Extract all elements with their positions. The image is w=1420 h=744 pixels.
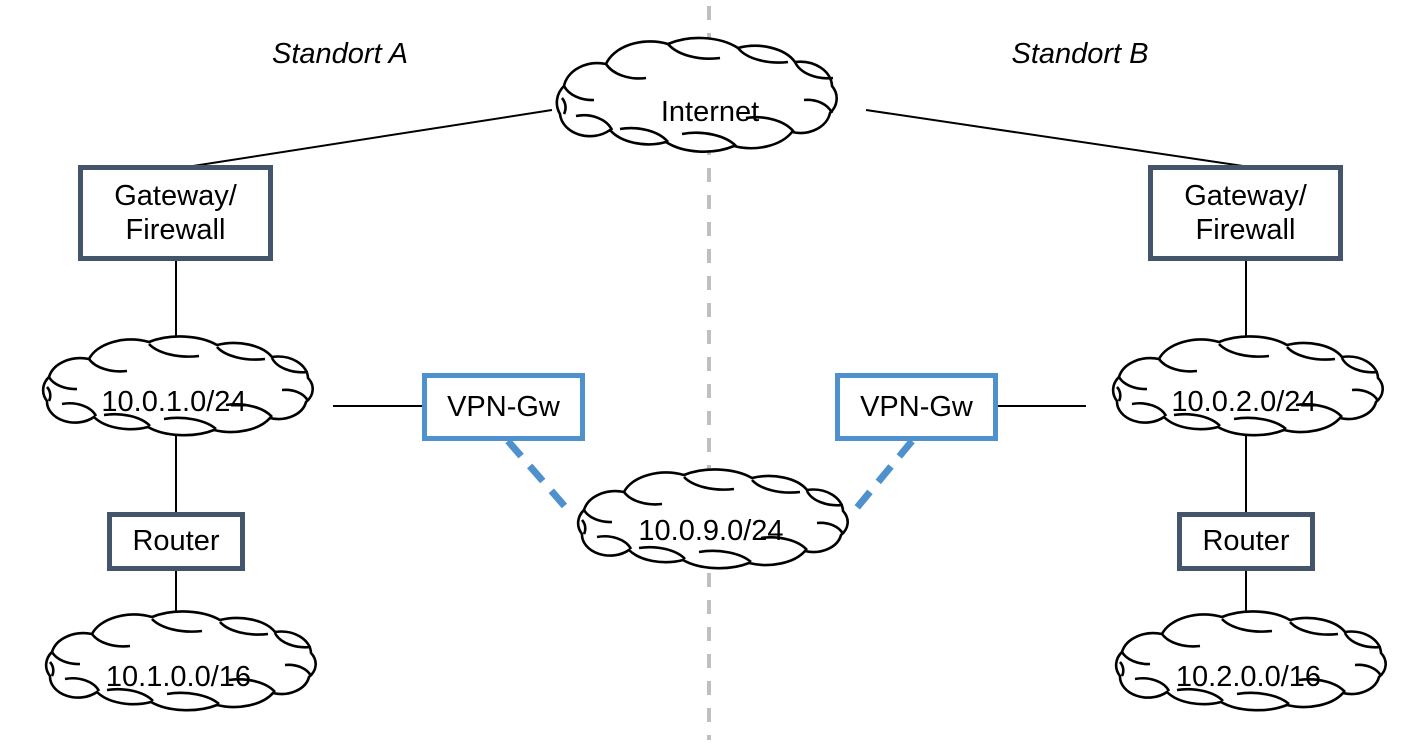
node-gateway-firewall-b[interactable]: Gateway/ Firewall [1148, 165, 1343, 261]
node-router-a[interactable]: Router [107, 512, 245, 571]
cloud-net-10-0-1-0-24 [41, 335, 314, 437]
link-vpn-tunnel-a [505, 438, 571, 513]
cloud-net-10-2-0-0-16 [1114, 610, 1387, 712]
cloud-net-10-0-2-0-24 [1111, 335, 1384, 437]
node-vpn-gateway-b[interactable]: VPN-Gw [835, 373, 998, 441]
site-a-title: Standort A [272, 38, 408, 70]
site-b-title: Standort B [1011, 38, 1149, 70]
node-gateway-firewall-a[interactable]: Gateway/ Firewall [78, 165, 273, 261]
link-internet-gateway-b [865, 109, 1244, 167]
router-b-label: Router [1202, 525, 1290, 558]
gateway-b-label-line2: Firewall [1195, 214, 1296, 246]
cloud-internet [555, 36, 838, 153]
cloud-net-10-1-0-0-16 [44, 610, 317, 712]
gateway-a-label-line1: Gateway/ [114, 179, 237, 212]
node-router-b[interactable]: Router [1177, 512, 1315, 571]
node-vpn-gateway-a[interactable]: VPN-Gw [422, 373, 585, 441]
link-internet-gateway-a [192, 109, 553, 167]
gateway-a-label-line2: Firewall [125, 214, 226, 246]
cloud-net-10-0-9-0-24 [576, 468, 849, 570]
router-a-label: Router [132, 525, 220, 558]
vpn-gateway-a-label: VPN-Gw [447, 390, 560, 423]
gateway-b-label-line1: Gateway/ [1184, 179, 1307, 212]
vpn-gateway-b-label: VPN-Gw [860, 390, 973, 423]
link-vpn-tunnel-b [852, 438, 915, 513]
